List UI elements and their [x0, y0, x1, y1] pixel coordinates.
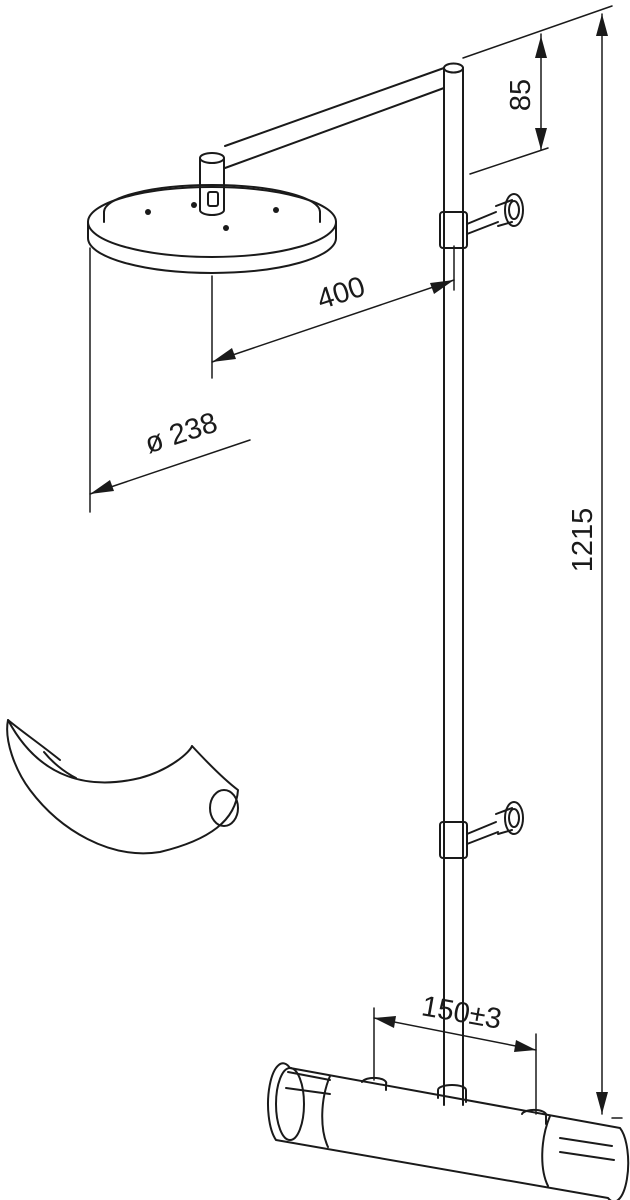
dimension-total-height: 1215	[462, 5, 623, 1119]
lower-wall-bracket	[439, 801, 524, 859]
dimension-arm-length: 400	[211, 245, 455, 379]
shower-head	[87, 152, 337, 274]
dimension-inlet-spacing: 150±3	[373, 990, 537, 1115]
dimension-arm-drop-label: 85	[505, 79, 537, 111]
dimension-head-diameter: ø 238	[89, 247, 251, 513]
upper-wall-bracket	[439, 193, 524, 249]
thermostatic-mixer	[267, 1062, 630, 1200]
dimension-head-diameter-label: ø 238	[141, 407, 221, 460]
dimension-total-height-label: 1215	[567, 508, 599, 573]
hand-shower-holder	[6, 719, 239, 855]
dimension-arm-length-label: 400	[313, 271, 369, 316]
riser-pipe	[443, 62, 464, 1106]
shower-arm	[224, 67, 445, 169]
dimension-arm-drop: 85	[469, 33, 549, 175]
